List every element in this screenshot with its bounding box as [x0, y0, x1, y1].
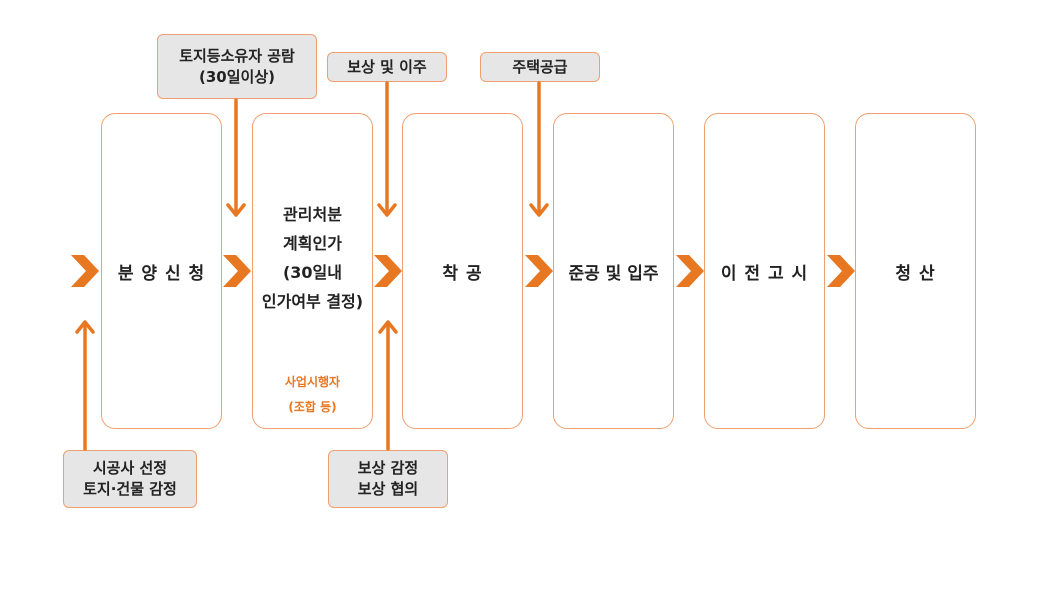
note-compensation-appraisal: 보상 감정 보상 협의	[328, 450, 448, 508]
note-compensation-relocation: 보상 및 이주	[327, 52, 447, 82]
stage-label: 이 전 고 시	[720, 263, 809, 284]
stage-line: 관리처분	[283, 205, 342, 224]
stage-subtext-line: 사업시행자	[284, 375, 341, 389]
stage-settlement: 청 산	[855, 113, 976, 429]
stage-label: 관리처분 계획인가 (30일내 인가여부 결정)	[262, 200, 363, 316]
note-line: 토지등소유자 공람	[179, 46, 295, 65]
chevron-right-icon	[71, 255, 99, 287]
stage-label: 착 공	[442, 263, 483, 284]
note-line: 보상 감정	[357, 459, 419, 477]
chevron-right-icon	[374, 255, 402, 287]
note-line: 토지·건물 감정	[83, 480, 177, 498]
stage-construction-start: 착 공	[402, 113, 523, 429]
stage-line: 인가여부 결정)	[261, 292, 364, 311]
note-line: 보상 협의	[357, 480, 419, 498]
note-line: 보상 및 이주	[347, 57, 427, 76]
stage-label: 준공 및 입주	[568, 263, 659, 284]
stage-line: 계획인가	[283, 234, 342, 253]
note-line: (30일이상)	[199, 67, 275, 86]
note-line: 주택공급	[512, 57, 568, 76]
note-contractor-selection: 시공사 선정 토지·건물 감정	[63, 450, 197, 508]
stage-completion-moving-in: 준공 및 입주	[553, 113, 674, 429]
stage-management-approval: 관리처분 계획인가 (30일내 인가여부 결정) 사업시행자 (조합 등)	[252, 113, 373, 429]
note-landowner-review: 토지등소유자 공람 (30일이상)	[157, 34, 317, 99]
stage-label: 분 양 신 청	[117, 263, 206, 284]
chevron-right-icon	[827, 255, 855, 287]
stage-subtext-line: (조합 등)	[288, 400, 337, 414]
stage-transfer-notice: 이 전 고 시	[704, 113, 825, 429]
chevron-right-icon	[223, 255, 251, 287]
stage-subtext: 사업시행자 (조합 등)	[253, 370, 372, 420]
note-line: 시공사 선정	[92, 459, 168, 477]
stage-line: (30일내	[282, 263, 342, 282]
stage-application: 분 양 신 청	[101, 113, 222, 429]
chevron-right-icon	[525, 255, 553, 287]
chevron-right-icon	[676, 255, 704, 287]
stage-label: 청 산	[895, 263, 936, 284]
note-housing-supply: 주택공급	[480, 52, 600, 82]
